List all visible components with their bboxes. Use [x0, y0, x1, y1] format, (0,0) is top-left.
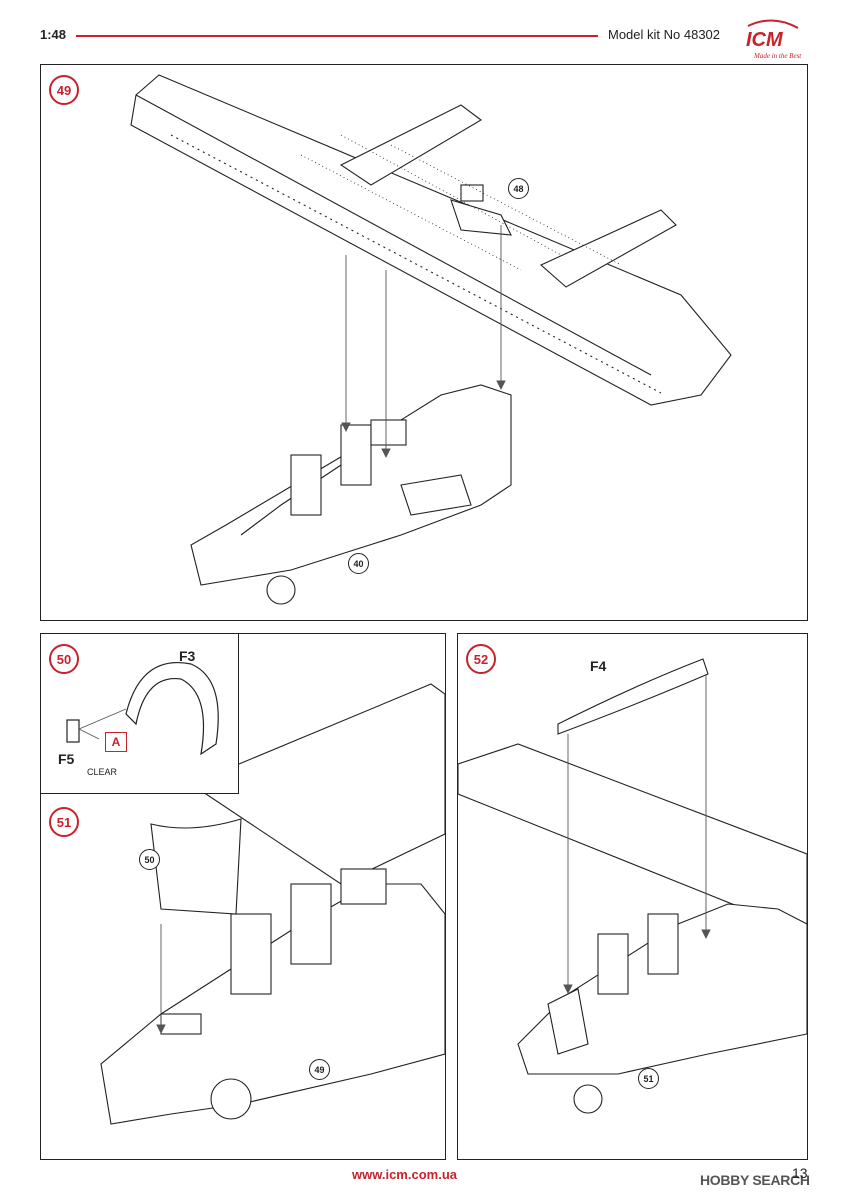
svg-text:ICM: ICM	[746, 29, 784, 51]
step-50-badge: 50	[49, 644, 79, 674]
part-f5-label: F5	[58, 751, 75, 767]
canopy-f3-part	[125, 662, 219, 756]
step-49-drawing	[130, 74, 732, 605]
watermark: HOBBY SEARCH	[700, 1172, 810, 1188]
ref-51-badge: 51	[638, 1068, 659, 1089]
step-51-badge: 51	[49, 807, 79, 837]
icm-logo: ICM Made in the Best	[740, 16, 806, 62]
header-rule	[76, 35, 598, 37]
part-f3-label: F3	[179, 648, 196, 664]
step-50-drawing	[66, 662, 219, 756]
ref-50-badge: 50	[139, 849, 160, 870]
step-52-badge: 52	[466, 644, 496, 674]
part-f5-shape	[66, 719, 80, 743]
ref-49-badge: 49	[309, 1059, 330, 1080]
paint-ref-a: A	[105, 732, 127, 752]
ref-40-badge: 40	[348, 553, 369, 574]
footer-url[interactable]: www.icm.com.ua	[352, 1167, 457, 1182]
scale-label: 1:48	[40, 27, 67, 42]
part-f4-label: F4	[590, 658, 607, 674]
page-number: 13	[792, 1165, 808, 1181]
step-50-panel: 50 F3 F5 CLEAR A	[40, 633, 239, 794]
clear-note: CLEAR	[87, 767, 118, 777]
fuselage-shape-51	[100, 883, 445, 1125]
step-52-panel: 52 F4 51	[457, 633, 808, 1160]
step-51-drawing	[100, 683, 445, 1125]
svg-text:Made in the Best: Made in the Best	[753, 52, 802, 60]
canopy-f3-shape	[150, 818, 242, 915]
wing-shape	[130, 74, 732, 406]
canopy-f4-part	[557, 658, 709, 735]
step-49-panel: 49 48 40	[40, 64, 808, 621]
watermark-text: HOBBY SEARCH	[700, 1172, 810, 1188]
kit-number: Model kit No 48302	[608, 27, 721, 42]
step-49-badge: 49	[49, 75, 79, 105]
step-52-drawing	[458, 658, 807, 1114]
ref-48-badge: 48	[508, 178, 529, 199]
step-51-panel: 51 50 49	[40, 633, 446, 1160]
